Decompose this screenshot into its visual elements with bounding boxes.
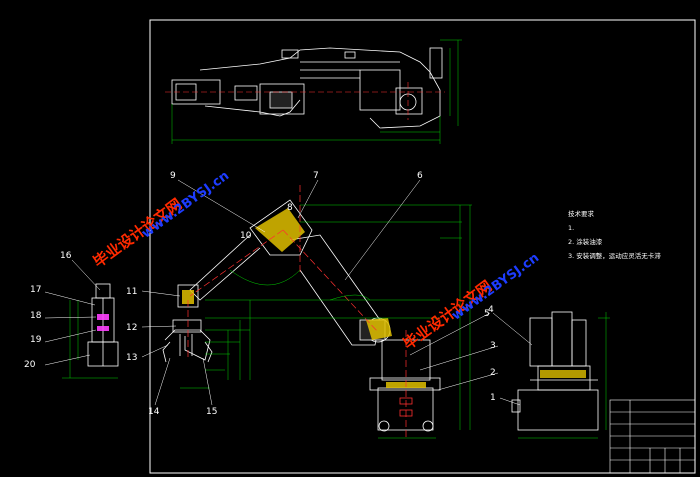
notes-item-1: 1. <box>568 224 574 232</box>
side-view-hatch <box>540 370 586 378</box>
title-block <box>609 399 696 474</box>
left-detail-view <box>87 283 119 367</box>
drawing-border <box>149 19 696 474</box>
watermark-url-top: www.2BYSJ.cn <box>139 168 232 241</box>
watermark-url-bottom: www.2BYSJ.cn <box>449 250 542 323</box>
part-number-4: 4 <box>488 305 494 315</box>
part-number-3: 3 <box>490 341 496 351</box>
side-view-dimensions <box>518 312 610 439</box>
part-number-16: 16 <box>60 251 72 261</box>
watermark-top: 毕业设计论文网 www.2BYSJ.cn <box>90 168 232 271</box>
technical-notes: 技术要求 1. 2. 涂装油漆 3. 安装调整，运动应灵活无卡滞 <box>568 209 661 260</box>
part-number-19: 19 <box>30 335 42 345</box>
part-number-6: 6 <box>417 171 423 181</box>
part-number-17: 17 <box>30 285 41 295</box>
side-view <box>511 311 599 431</box>
part-number-18: 18 <box>30 311 42 321</box>
notes-item-2: 2. 涂装油漆 <box>568 237 603 246</box>
top-view <box>171 47 443 129</box>
part-number-20: 20 <box>24 360 36 370</box>
arm-dimensions <box>180 204 472 439</box>
part-number-15: 15 <box>206 407 217 417</box>
part-number-9: 9 <box>170 171 176 181</box>
leader-lines <box>44 179 533 406</box>
part-number-2: 2 <box>490 368 496 378</box>
part-number-5: 5 <box>484 309 490 319</box>
part-number-14: 14 <box>148 407 160 417</box>
top-view-centerlines <box>165 82 445 120</box>
arm-centerlines <box>187 185 407 440</box>
part-number-12: 12 <box>126 323 137 333</box>
notes-title: 技术要求 <box>568 209 595 218</box>
part-number-1: 1 <box>490 393 496 403</box>
left-detail-dimensions <box>62 300 118 379</box>
watermark-bottom: 毕业设计论文网 www.2BYSJ.cn <box>400 250 542 353</box>
part-number-13: 13 <box>126 353 137 363</box>
top-view-dimensions <box>171 39 462 144</box>
part-number-10: 10 <box>240 231 252 241</box>
left-detail-parts <box>97 314 109 331</box>
part-number-8: 8 <box>287 203 293 213</box>
part-number-11: 11 <box>126 287 137 297</box>
notes-item-3: 3. 安装调整，运动应灵活无卡滞 <box>568 251 661 260</box>
part-number-7: 7 <box>313 171 319 181</box>
section-hatching <box>182 208 426 388</box>
